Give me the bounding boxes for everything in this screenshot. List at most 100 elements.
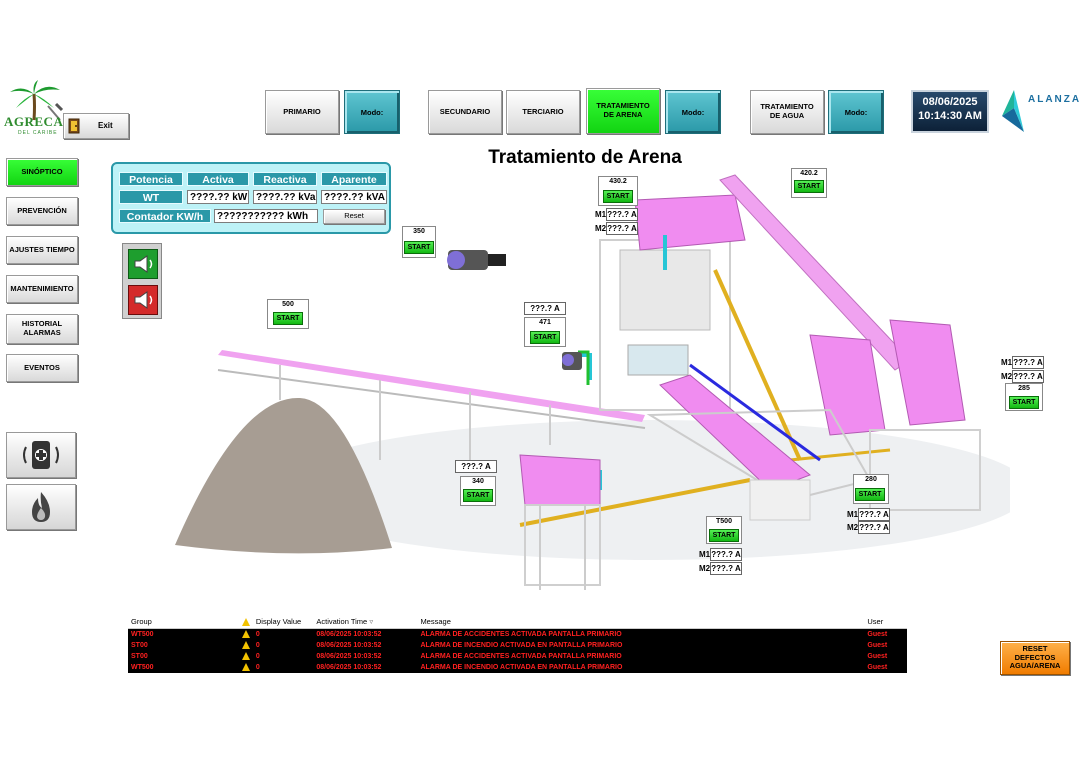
agua-modo-indicator: Modo: [828,90,884,134]
nav-terciario-button[interactable]: TERCIARIO [506,90,580,134]
equip-t500-m1-amp: ???.? A [710,548,742,561]
equip-340-label: 340 [472,478,484,485]
equip-500-start-button[interactable]: START [273,312,303,325]
power-panel: Potencia Activa Reactiva Aparente WT ???… [111,162,391,234]
alarm-row[interactable]: WT500 0 08/06/2025 10:03:52 ALARMA DE IN… [128,662,907,673]
wt-label: WT [119,190,183,204]
alanza-logo: ALANZA [998,88,1080,136]
spiral-classifier [659,374,811,491]
alarm-group: ST00 [131,653,148,660]
col-value[interactable]: Display Value [255,617,302,626]
side-historial-alarmas-button[interactable]: HISTORIAL ALARMAS [6,314,78,344]
nav-tratamiento-agua-button[interactable]: TRATAMIENTO DE AGUA [750,90,824,134]
alarm-row[interactable]: ST00 0 08/06/2025 10:03:52 ALARMA DE ACC… [128,651,907,662]
equip-430-m2-amp: ???.? A [606,222,638,235]
equip-471-start-button[interactable]: START [530,331,560,344]
alarm-message: ALARMA DE ACCIDENTES ACTIVADA PANTALLA P… [420,631,622,638]
alarm-row[interactable]: ST00 0 08/06/2025 10:03:52 ALARMA DE INC… [128,640,907,651]
equip-340-start-button[interactable]: START [463,489,493,502]
equip-t500-start-button[interactable]: START [709,529,739,542]
equip-340-amp: ???.? A [455,460,497,473]
sort-filter-icon: ▿ [369,617,374,626]
siren-green-button[interactable] [128,249,158,279]
alarm-message: ALARMA DE INCENDIO ACTIVADA EN PANTALLA … [420,664,623,671]
nav-primario-button[interactable]: PRIMARIO [265,90,339,134]
agrecasa-logo: AGRECASA DEL CARIBE [4,80,80,142]
reset-defects-button[interactable]: RESET DEFECTOS AGUA/ARENA [1000,641,1070,675]
arena-modo-indicator: Modo: [665,90,721,134]
alarm-table-header: Group Display Value Activation Time ▿ Me… [128,617,907,629]
col-time[interactable]: Activation Time ▿ [313,617,417,628]
equip-285-m1-label: M1 [1001,358,1013,367]
alarm-value: 0 [255,642,260,649]
nav-secundario-button[interactable]: SECUNDARIO [428,90,502,134]
brand-name: ALANZA [1028,94,1080,105]
equip-350-start-button[interactable]: START [404,241,434,254]
first-aid-alarm-icon [23,441,59,469]
side-sinoptico-button[interactable]: SINÓPTICO [6,158,78,186]
equip-280-start-button[interactable]: START [855,488,885,501]
side-mantenimiento-button[interactable]: MANTENIMIENTO [6,275,78,303]
first-aid-alarm-button[interactable] [6,432,76,478]
power-header-aparente: Aparente [321,172,387,186]
alarm-value: 0 [255,653,260,660]
clock-time: 10:14:30 AM [918,110,982,122]
fire-icon [32,492,50,522]
activa-value: ????.?? kW [187,190,249,204]
siren-icon [134,291,153,309]
alarm-warning [239,662,253,673]
power-reset-button[interactable]: Reset [323,209,385,224]
col-user[interactable]: User [867,617,884,626]
equip-280-m1-amp: ???.? A [858,508,890,521]
alarm-message: ALARMA DE INCENDIO ACTIVADA EN PANTALLA … [420,642,623,649]
equip-285-start-button[interactable]: START [1009,396,1039,409]
reactiva-value: ????.?? kVar [253,190,317,204]
side-eventos-button[interactable]: EVENTOS [6,354,78,382]
side-prevencion-button[interactable]: PREVENCIÓN [6,197,78,225]
equip-430-start-button[interactable]: START [603,190,633,203]
top-screen [634,194,746,251]
power-header-potencia: Potencia [119,172,183,186]
alarm-group: WT500 [131,631,154,638]
datetime-display: 08/06/2025 10:14:30 AM [911,90,989,133]
alarm-row[interactable]: WT500 0 08/06/2025 10:03:52 ALARMA DE AC… [128,629,907,640]
power-header-reactiva: Reactiva [253,172,317,186]
equip-430-m1-amp: ???.? A [606,208,638,221]
alarm-time: 08/06/2025 10:03:52 [316,642,382,649]
alarm-warning [239,629,253,640]
equip-471-amp: ???.? A [524,302,566,315]
col-message[interactable]: Message [420,617,451,626]
equip-285-m2-label: M2 [1001,372,1013,381]
screen-right-2 [889,319,966,426]
alarm-message: ALARMA DE ACCIDENTES ACTIVADA PANTALLA P… [420,653,622,660]
equip-285-label: 285 [1018,385,1030,392]
side-ajustes-tiempo-button[interactable]: AJUSTES TIEMPO [6,236,78,264]
alarm-user: Guest [867,631,888,638]
primario-modo-indicator: Modo: [344,90,400,134]
equip-t500-m2-label: M2 [699,564,711,573]
alarm-user: Guest [867,642,888,649]
equip-280-label: 280 [865,476,877,483]
screen-right-1 [809,334,886,436]
equip-420-start-button[interactable]: START [794,180,824,193]
nav-tratamiento-arena-button[interactable]: TRATAMIENTO DE ARENA [586,88,660,134]
siren-panel [122,243,162,319]
exit-button[interactable]: Exit [63,113,129,139]
fire-alarm-button[interactable] [6,484,76,530]
alarm-value: 0 [255,631,260,638]
equip-285-m1-amp: ???.? A [1012,356,1044,369]
col-group[interactable]: Group [131,617,152,626]
alarm-group: ST00 [131,642,148,649]
equip-430-label: 430.2 [609,178,627,185]
equip-430-m2-label: M2 [595,224,607,233]
page-title: Tratamiento de Arena [488,147,682,168]
yellow-pipe [713,269,802,461]
equip-420-label: 420.2 [800,170,818,177]
logo-subtitle: DEL CARIBE [18,130,58,136]
alarm-table[interactable]: Group Display Value Activation Time ▿ Me… [128,617,907,673]
equip-t500-m2-amp: ???.? A [710,562,742,575]
equip-280-m1-label: M1 [847,510,859,519]
siren-red-button[interactable] [128,285,158,315]
equip-430-m1-label: M1 [595,210,607,219]
equip-500-label: 500 [282,301,294,308]
